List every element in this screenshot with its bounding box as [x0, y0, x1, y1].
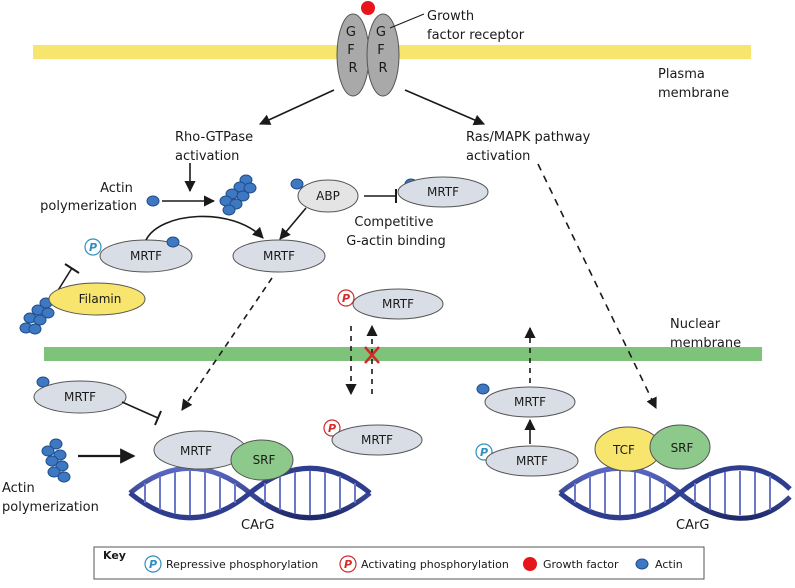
filamin-node: Filamin — [48, 282, 146, 316]
svg-text:MRTF: MRTF — [64, 390, 96, 404]
mrtf-node-competitive: MRTF — [397, 176, 489, 208]
srf-node-left: SRF — [230, 439, 294, 481]
activating-p-marker-nucleus: P — [323, 419, 341, 437]
svg-text:P: P — [149, 558, 157, 571]
mrtf-node-repressed-nuclear: MRTF — [485, 445, 579, 477]
growth-factor-receptor: G F R G F R — [336, 13, 400, 97]
receptor-right-letters: G F R — [376, 25, 390, 76]
svg-text:ABP: ABP — [316, 189, 340, 203]
mrtf-node-repressed: MRTF — [99, 239, 193, 273]
mrtf-node-export: MRTF — [484, 386, 576, 418]
plasma-membrane-label: Plasma membrane — [658, 67, 729, 101]
f-actin-cluster-filamin — [19, 297, 55, 335]
svg-text:P: P — [328, 422, 336, 435]
key-actin-icon — [635, 558, 649, 570]
svg-text:TCF: TCF — [612, 443, 635, 457]
svg-text:MRTF: MRTF — [382, 297, 414, 311]
key-activating-label: Activating phosphorylation — [361, 558, 509, 571]
svg-text:P: P — [342, 292, 350, 305]
svg-text:MRTF: MRTF — [514, 395, 546, 409]
nuclear-membrane-label: Nuclear membrane — [670, 317, 741, 351]
g-actin-on-abp — [290, 178, 304, 190]
g-actin-monomer — [146, 195, 160, 207]
key-repressive-icon — [144, 555, 162, 573]
key-actin-label: Actin — [655, 558, 683, 571]
growth-factor-dot — [361, 1, 375, 15]
svg-text:MRTF: MRTF — [180, 444, 212, 458]
svg-text:MRTF: MRTF — [130, 249, 162, 263]
ras-mapk-label: Ras/MAPK pathway activation — [466, 130, 594, 164]
cyto-actin-polymerization-label: Actin polymerization — [40, 181, 137, 214]
g-actin-on-mrtf-repressed — [166, 236, 180, 248]
legend-key: Key P Repressive phosphorylation P Activ… — [93, 546, 705, 580]
mrtf-node-nuclear-inhibited: MRTF — [33, 380, 127, 414]
key-activating-icon — [339, 555, 357, 573]
nuclear-membrane-band — [44, 347, 762, 361]
mrtf-node-activated-nuclear: MRTF — [331, 424, 423, 456]
competitive-binding-label: Competitive G-actin binding — [346, 215, 445, 249]
svg-text:MRTF: MRTF — [427, 185, 459, 199]
g-actin-on-mrtf-right — [476, 383, 490, 395]
tcf-node: TCF — [594, 426, 662, 472]
srf-node-right: SRF — [649, 424, 711, 470]
carg-label-left: CArG — [241, 518, 274, 533]
dna-helix-right — [558, 465, 792, 521]
svg-text:MRTF: MRTF — [516, 454, 548, 468]
mrtf-node-free: MRTF — [232, 239, 326, 273]
svg-text:MRTF: MRTF — [263, 249, 295, 263]
svg-text:P: P — [480, 446, 488, 459]
mrtf-node-activated-cyto: MRTF — [352, 288, 444, 320]
mrtf-node-srf-complex: MRTF — [153, 430, 247, 470]
receptor-left-letters: G F R — [346, 25, 360, 76]
dna-helix-left — [128, 465, 372, 521]
key-title: Key — [103, 549, 126, 562]
svg-text:P: P — [344, 558, 352, 571]
svg-text:Filamin: Filamin — [79, 292, 122, 306]
svg-text:SRF: SRF — [253, 453, 276, 467]
repressive-p-marker: P — [84, 238, 102, 256]
svg-text:P: P — [89, 241, 97, 254]
svg-text:MRTF: MRTF — [361, 433, 393, 447]
receptor-label: Growth factor receptor — [427, 9, 525, 43]
carg-label-right: CArG — [676, 518, 709, 533]
f-actin-cluster-cytoplasm — [219, 174, 257, 216]
f-actin-cluster-nuclear — [41, 438, 71, 483]
key-repressive-label: Repressive phosphorylation — [166, 558, 318, 571]
abp-node: ABP — [297, 179, 359, 213]
svg-text:SRF: SRF — [671, 441, 694, 455]
activating-p-marker-center: P — [337, 289, 355, 307]
key-growth-factor-label: Growth factor — [543, 558, 619, 571]
nuclear-actin-polymerization-label: Actin polymerization — [2, 481, 99, 515]
rho-gtpase-label: Rho-GTPase activation — [175, 130, 257, 164]
key-growth-factor-icon — [523, 557, 537, 571]
blocked-export-x-mark — [364, 346, 380, 364]
